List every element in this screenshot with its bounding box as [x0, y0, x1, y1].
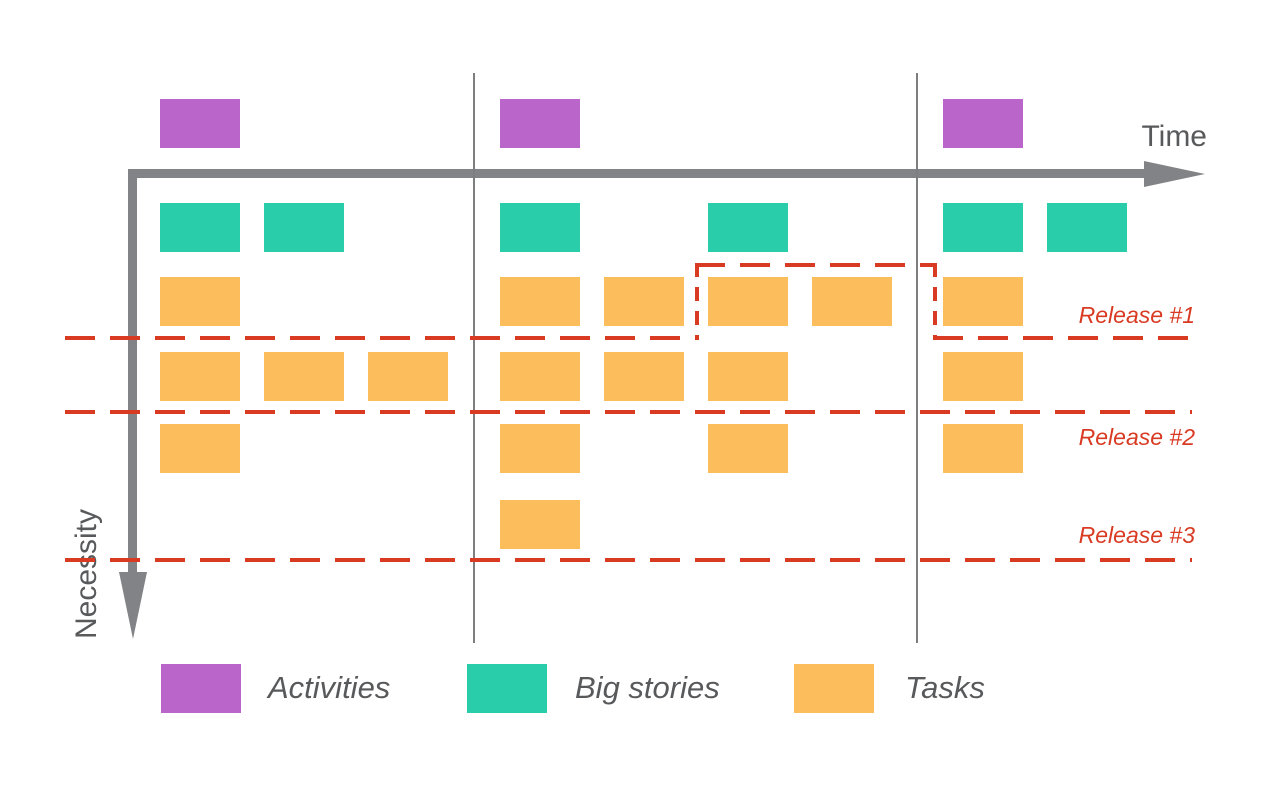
time-axis-label: Time	[1141, 120, 1207, 153]
big-story-card	[943, 203, 1023, 252]
big-story-card	[160, 203, 240, 252]
task-card	[500, 352, 580, 401]
legend-label-big-stories: Big stories	[575, 670, 720, 705]
task-card	[160, 424, 240, 473]
necessity-axis-line	[128, 169, 137, 574]
task-card	[812, 277, 892, 326]
big-story-card	[1047, 203, 1127, 252]
necessity-axis-arrowhead-icon	[119, 572, 147, 639]
release-line-segment	[65, 558, 1192, 562]
task-card	[500, 277, 580, 326]
release-line-segment	[933, 336, 1192, 340]
column-divider	[473, 73, 475, 643]
time-axis-line	[128, 169, 1144, 178]
release-line-segment	[695, 263, 699, 340]
legend-swatch-big-stories	[467, 664, 547, 713]
task-card	[943, 424, 1023, 473]
big-story-card	[708, 203, 788, 252]
time-axis-arrowhead-icon	[1144, 161, 1205, 187]
release-line-segment	[933, 263, 937, 340]
task-card	[708, 424, 788, 473]
task-card	[943, 277, 1023, 326]
release-3-label: Release #3	[1078, 522, 1195, 548]
task-card	[943, 352, 1023, 401]
activity-card	[160, 99, 240, 148]
release-1-label: Release #1	[1078, 302, 1195, 328]
release-2-label: Release #2	[1078, 424, 1195, 450]
legend-swatch-activities	[161, 664, 241, 713]
task-card	[708, 352, 788, 401]
activity-card	[500, 99, 580, 148]
legend-label-tasks: Tasks	[905, 670, 985, 705]
legend-swatch-tasks	[794, 664, 874, 713]
task-card	[160, 352, 240, 401]
big-story-card	[264, 203, 344, 252]
necessity-axis-label: Necessity	[70, 508, 103, 640]
release-line-segment	[65, 410, 1192, 414]
release-line-segment	[695, 263, 937, 267]
column-divider	[916, 73, 918, 643]
big-story-card	[500, 203, 580, 252]
task-card	[368, 352, 448, 401]
task-card	[604, 352, 684, 401]
task-card	[604, 277, 684, 326]
task-card	[708, 277, 788, 326]
task-card	[500, 500, 580, 549]
legend-label-activities: Activities	[268, 670, 391, 705]
task-card	[264, 352, 344, 401]
task-card	[500, 424, 580, 473]
task-card	[160, 277, 240, 326]
release-line-segment	[65, 336, 697, 340]
activity-card	[943, 99, 1023, 148]
